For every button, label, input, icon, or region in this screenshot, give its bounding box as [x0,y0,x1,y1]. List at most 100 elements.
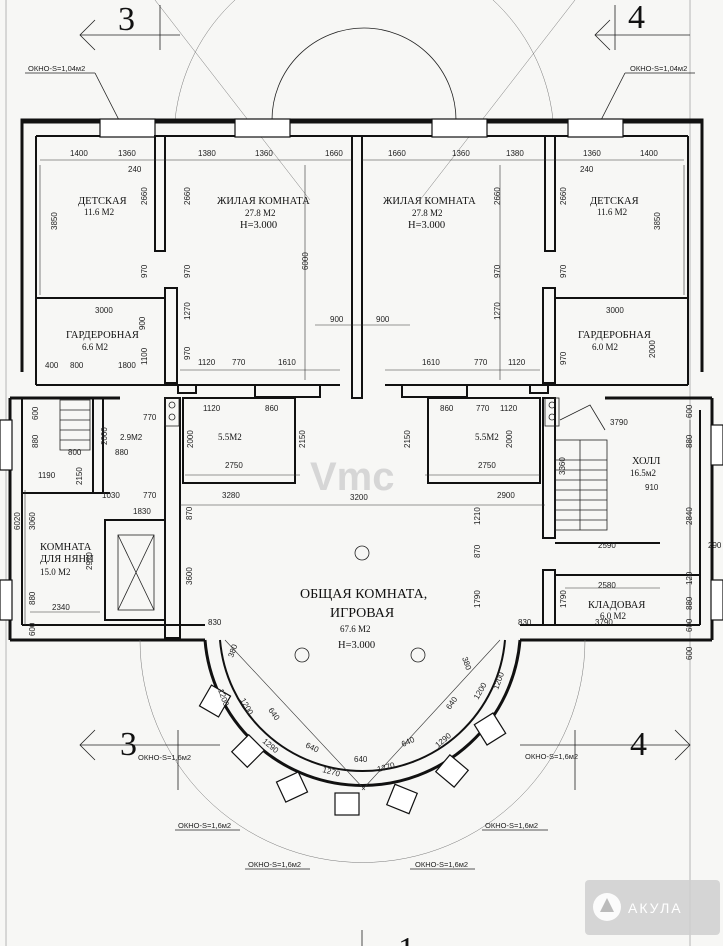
dimension-label: 3790 [595,618,613,627]
dimension-label: 770 [143,491,157,500]
room-hall: ХОЛЛ 16.5м2 [630,456,660,478]
dimension-label: 880 [31,434,40,448]
vent-shaft [544,397,560,427]
staircase-left [59,399,91,451]
dimension-label: 2150 [403,430,412,448]
dimension-label: 600 [31,406,40,420]
dimension-label: 2150 [75,467,84,485]
dimension-label: 770 [474,358,488,367]
dimension-label: 1360 [583,149,601,158]
dimension-label: 1610 [422,358,440,367]
svg-text:Н=3.000: Н=3.000 [240,220,277,231]
svg-text:11.6 М2: 11.6 М2 [597,207,627,217]
dimension-label: 3060 [28,512,37,530]
dimension-label: 2660 [140,187,149,205]
svg-text:ХОЛЛ: ХОЛЛ [632,456,660,467]
dimension-label: 380 [226,643,239,659]
svg-text:ОБЩАЯ КОМНАТА,: ОБЩАЯ КОМНАТА, [300,587,427,602]
dimension-label: 880 [685,434,694,448]
svg-text:16.5м2: 16.5м2 [630,468,656,478]
dimension-label: 1270 [321,765,341,778]
dimension-label: 2000 [648,340,657,358]
svg-text:ДЕТСКАЯ: ДЕТСКАЯ [78,196,127,207]
section-mark-bottom-right: 4 [520,726,691,790]
dimension-label: 400 [45,361,59,370]
svg-text:6.0 М2: 6.0 М2 [600,611,626,621]
dimension-label: 1120 [203,404,221,413]
dimension-label: 2840 [685,507,694,525]
top-outer-arc [174,0,554,121]
svg-text:КОМНАТА: КОМНАТА [40,542,92,553]
dimension-label: 970 [559,351,568,365]
window [0,419,13,471]
window [431,118,488,138]
section-label: 3 [118,1,135,38]
dimension-label: 2000 [186,430,195,448]
dimension-label: 290 [708,541,722,550]
svg-text:КЛАДОВАЯ: КЛАДОВАЯ [588,600,645,611]
room-nanny: КОМНАТА ДЛЯ НЯНИ 15.0 М2 [40,542,94,577]
bay-window [139,639,586,863]
vent-shaft [164,397,180,427]
dimension-label: 1360 [452,149,470,158]
dimension-label: 2750 [478,461,496,470]
dimension-label: 1270 [376,760,396,773]
window-label: ОКНО-S=1,04м2 [28,64,85,73]
dimension-label: 240 [580,165,594,174]
dimension-label: 640 [354,755,368,764]
dimension-label: 600 [685,404,694,418]
dimension-label: 1400 [70,149,88,158]
dimension-label: 1660 [388,149,406,158]
dimension-label: 1270 [493,302,502,320]
dimension-label: 6020 [13,512,22,530]
dimension-labels: 1400 1360 1380 1360 1660 1660 1360 1380 … [13,149,722,779]
dimension-label: 2750 [225,461,243,470]
section-mark-top-right: 4 [594,0,690,51]
svg-text:ГАРДЕРОБНАЯ: ГАРДЕРОБНАЯ [66,330,139,341]
room-living-left: ЖИЛАЯ КОМНАТА 27.8 М2 Н=3.000 [217,196,310,231]
dimension-label: 770 [232,358,246,367]
room-wardrobe-right: ГАРДЕРОБНАЯ 6.0 М2 [578,330,651,352]
room-living-right: ЖИЛАЯ КОМНАТА 27.8 М2 Н=3.000 [383,196,476,231]
section-mark-top-left: 3 [79,1,180,51]
svg-text:67.6 М2: 67.6 М2 [340,624,371,634]
svg-text:ИГРОВАЯ: ИГРОВАЯ [330,606,394,621]
room-nursery-right: ДЕТСКАЯ 11.6 М2 [590,196,639,217]
dimension-label: 860 [440,404,454,413]
window-label: ОКНО-S=1,04м2 [630,64,687,73]
dimension-label: 880 [685,596,694,610]
window [99,118,156,138]
dimension-label: 1790 [559,590,568,608]
dimension-label: 1120 [508,358,526,367]
window [710,424,723,466]
dimension-label: 2660 [559,187,568,205]
window-label: ОКНО-S=1,6м2 [138,753,191,762]
room-bath-right: 5.5М2 [475,432,499,442]
svg-text:Н=3.000: Н=3.000 [338,640,375,651]
dimension-label: 860 [265,404,279,413]
dimension-label: 970 [183,346,192,360]
dimension-label: 3790 [610,418,628,427]
dimension-label: 870 [185,506,194,520]
dimension-label: 1380 [506,149,524,158]
svg-text:ГАРДЕРОБНАЯ: ГАРДЕРОБНАЯ [578,330,651,341]
svg-text:ДЕТСКАЯ: ДЕТСКАЯ [590,196,639,207]
guide-line [419,0,576,201]
dimension-label: 3360 [558,457,567,475]
top-arc [271,27,457,121]
window [710,579,723,621]
dimension-label: 1120 [198,358,216,367]
dimension-label: 900 [138,316,147,330]
dimension-label: 1800 [118,361,136,370]
dimension-label: 6000 [301,252,310,270]
dimension-label: 2590 [598,541,616,550]
dimension-label: 640 [444,695,459,712]
dimension-label: 600 [28,622,37,636]
dimension-label: 770 [476,404,490,413]
svg-text:27.8 М2: 27.8 М2 [245,208,276,218]
dimension-label: 910 [645,483,659,492]
shaft [117,534,155,611]
svg-text:ЖИЛАЯ КОМНАТА: ЖИЛАЯ КОМНАТА [217,196,310,207]
logo-text: АКУЛА [628,900,683,916]
